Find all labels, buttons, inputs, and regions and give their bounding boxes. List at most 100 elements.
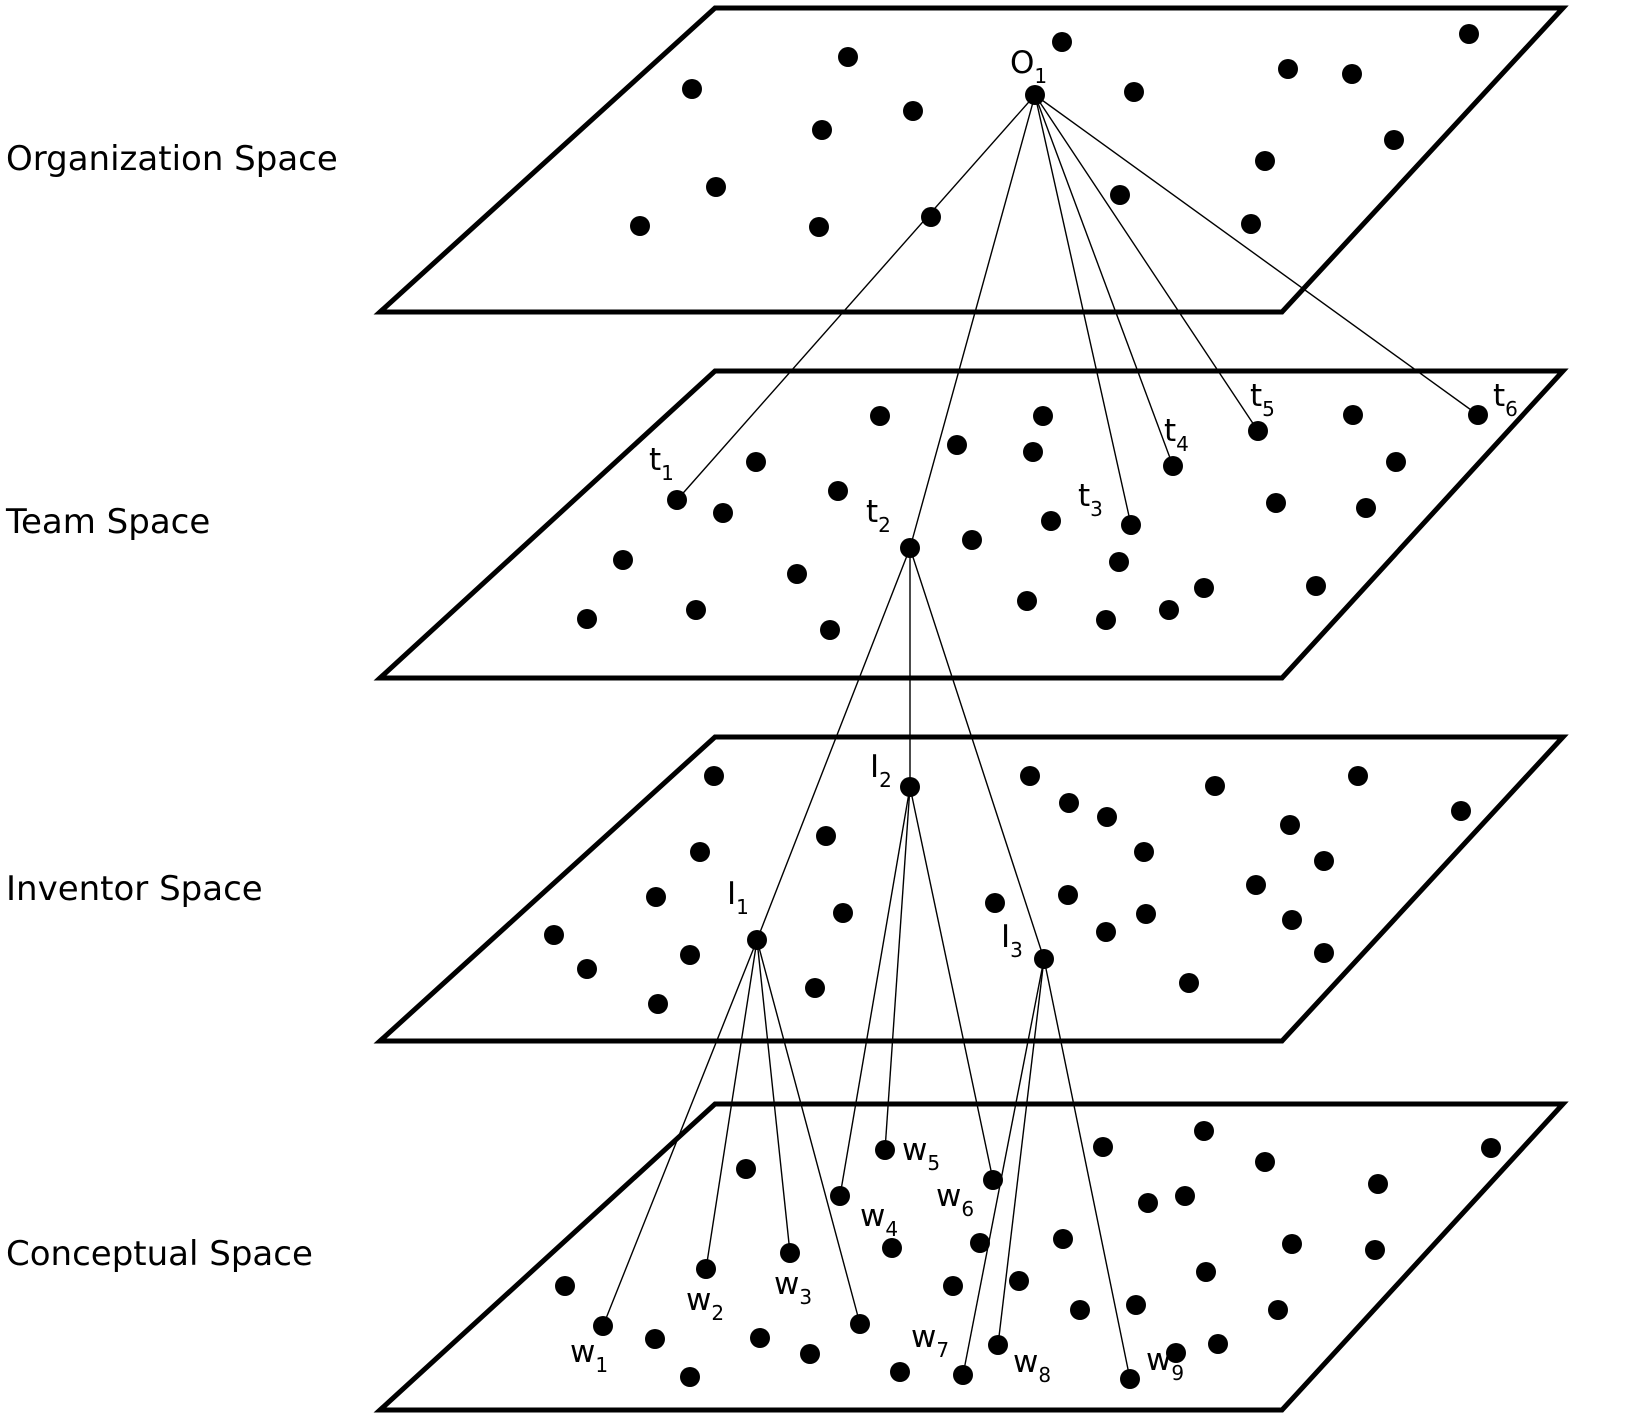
label-w9-base: w bbox=[1146, 1342, 1171, 1378]
node-w2 bbox=[696, 1259, 716, 1279]
label-w1-sub: 1 bbox=[595, 1353, 608, 1377]
unlabeled-node bbox=[1052, 32, 1072, 52]
label-w6-sub: 6 bbox=[961, 1197, 974, 1221]
label-t3: t3 bbox=[1078, 478, 1103, 521]
unlabeled-node bbox=[1241, 214, 1261, 234]
node-t2 bbox=[900, 538, 920, 558]
unlabeled-node bbox=[787, 564, 807, 584]
unlabeled-node bbox=[1384, 130, 1404, 150]
label-t6-sub: 6 bbox=[1505, 397, 1518, 421]
label-t2: t2 bbox=[866, 494, 891, 537]
unlabeled-node bbox=[1053, 1229, 1073, 1249]
unlabeled-node bbox=[646, 887, 666, 907]
label-w8-sub: 8 bbox=[1038, 1363, 1051, 1387]
label-w3: w3 bbox=[774, 1266, 812, 1309]
unlabeled-node bbox=[1280, 815, 1300, 835]
unlabeled-node bbox=[1096, 610, 1116, 630]
label-i2: I2 bbox=[870, 749, 892, 792]
unlabeled-node bbox=[1009, 1271, 1029, 1291]
node-t5 bbox=[1248, 421, 1268, 441]
unlabeled-node bbox=[947, 435, 967, 455]
unlabeled-node bbox=[1314, 851, 1334, 871]
unlabeled-node bbox=[713, 503, 733, 523]
node-t4 bbox=[1163, 456, 1183, 476]
label-t6-base: t bbox=[1493, 378, 1505, 414]
label-t2-sub: 2 bbox=[878, 513, 891, 537]
unlabeled-node bbox=[1266, 493, 1286, 513]
node-w8 bbox=[988, 1335, 1008, 1355]
label-t5: t5 bbox=[1250, 378, 1275, 421]
node-i2 bbox=[900, 777, 920, 797]
unlabeled-node bbox=[882, 1238, 902, 1258]
edge-i1-w1 bbox=[602, 939, 758, 1327]
label-w2-sub: 2 bbox=[711, 1301, 724, 1325]
unlabeled-node bbox=[962, 530, 982, 550]
label-o1: O1 bbox=[1010, 45, 1047, 88]
team-space-plane bbox=[373, 368, 1569, 681]
label-t1: t1 bbox=[649, 442, 674, 485]
label-o1-base: O bbox=[1010, 45, 1034, 81]
unlabeled-node bbox=[1124, 82, 1144, 102]
label-i3-base: I bbox=[1001, 919, 1010, 955]
unlabeled-node bbox=[828, 481, 848, 501]
unlabeled-node bbox=[809, 217, 829, 237]
unlabeled-node bbox=[630, 216, 650, 236]
unlabeled-node bbox=[577, 609, 597, 629]
node-label-group: O1 t1 t2 t3 t4 t5 t6 I1 I2 I3 w1 w2 w3 w… bbox=[570, 45, 1518, 1387]
unlabeled-node bbox=[1023, 442, 1043, 462]
unlabeled-node bbox=[1196, 1262, 1216, 1282]
unlabeled-node bbox=[1314, 943, 1334, 963]
unlabeled-node bbox=[838, 47, 858, 67]
edge-o1-t3 bbox=[1034, 94, 1132, 526]
label-i3: I3 bbox=[1001, 919, 1023, 962]
node-w7 bbox=[953, 1365, 973, 1385]
edge-i3-w8 bbox=[997, 958, 1045, 1346]
unlabeled-node bbox=[943, 1276, 963, 1296]
label-i2-base: I bbox=[870, 749, 879, 785]
unlabeled-node bbox=[1246, 875, 1266, 895]
inventor-space-label: Inventor Space bbox=[6, 869, 263, 909]
node-i3 bbox=[1034, 949, 1054, 969]
label-w1-base: w bbox=[570, 1334, 595, 1370]
edge-i1-w3 bbox=[756, 939, 791, 1254]
unlabeled-node bbox=[1126, 1295, 1146, 1315]
edge-o1-t5 bbox=[1034, 94, 1259, 432]
label-i3-sub: 3 bbox=[1010, 938, 1023, 962]
node-w10 bbox=[850, 1314, 870, 1334]
label-w5-base: w bbox=[902, 1132, 927, 1168]
unlabeled-node bbox=[1268, 1300, 1288, 1320]
label-i2-sub: 2 bbox=[879, 768, 892, 792]
label-w4: w4 bbox=[860, 1198, 898, 1241]
unlabeled-node bbox=[682, 79, 702, 99]
label-w4-sub: 4 bbox=[885, 1217, 898, 1241]
edge-o1-t6 bbox=[1034, 94, 1479, 416]
unlabeled-node bbox=[870, 406, 890, 426]
unlabeled-node bbox=[1255, 151, 1275, 171]
label-t4-sub: 4 bbox=[1176, 432, 1189, 456]
unlabeled-node bbox=[921, 207, 941, 227]
unlabeled-node bbox=[736, 1159, 756, 1179]
label-w6-base: w bbox=[936, 1178, 961, 1214]
unlabeled-node bbox=[1343, 405, 1363, 425]
edge-i1-w2 bbox=[705, 939, 758, 1270]
unlabeled-node bbox=[1365, 1240, 1385, 1260]
unlabeled-node bbox=[1017, 591, 1037, 611]
unlabeled-node bbox=[706, 177, 726, 197]
unlabeled-node bbox=[1179, 973, 1199, 993]
edge-i3-w7 bbox=[962, 958, 1045, 1376]
edge-i2-w4 bbox=[839, 786, 911, 1197]
unlabeled-node bbox=[1368, 1174, 1388, 1194]
node-t6 bbox=[1468, 405, 1488, 425]
edge-layer bbox=[602, 94, 1479, 1380]
unlabeled-node bbox=[820, 620, 840, 640]
unlabeled-node bbox=[1348, 766, 1368, 786]
label-w2: w2 bbox=[686, 1282, 724, 1325]
label-t5-base: t bbox=[1250, 378, 1262, 414]
unlabeled-node bbox=[833, 903, 853, 923]
edge-i3-w9 bbox=[1043, 958, 1131, 1380]
edge-o1-t4 bbox=[1034, 94, 1174, 467]
unlabeled-node bbox=[1093, 1137, 1113, 1157]
unlabeled-node bbox=[1166, 1343, 1186, 1363]
unlabeled-node bbox=[746, 452, 766, 472]
